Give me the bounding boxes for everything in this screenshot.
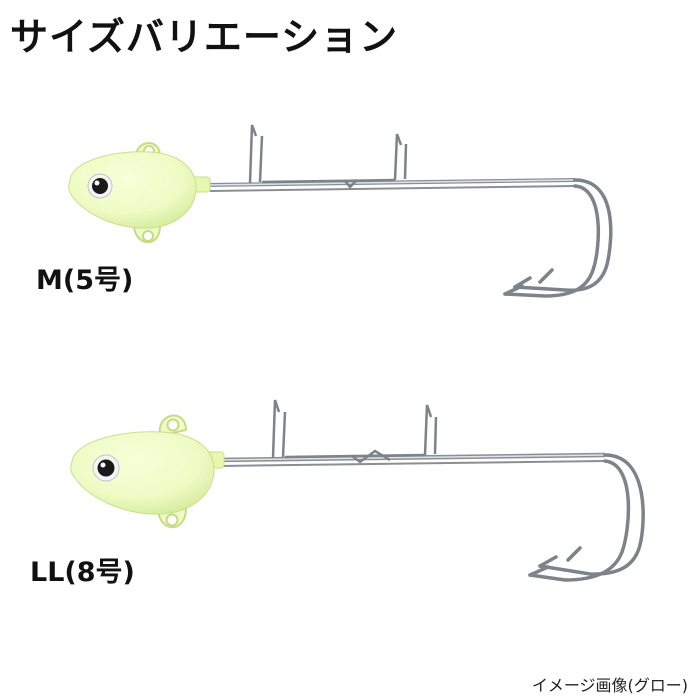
jig-ll-head <box>70 431 215 515</box>
jig-ll-eye <box>92 454 120 482</box>
jig-ll-illustration <box>70 399 645 582</box>
jig-ll-shank <box>214 452 606 467</box>
size-label-m: M(5号) <box>36 265 134 296</box>
jig-m-main-hook <box>503 178 613 298</box>
image-caption: イメージ画像(グロー) <box>531 676 688 695</box>
jig-m-stinger-hooks <box>248 124 408 189</box>
page-title: サイズバリエーション <box>10 15 399 59</box>
jig-ll-stinger-hooks <box>271 399 438 464</box>
jig-ll-main-hook <box>528 453 645 582</box>
jig-m-shank <box>204 178 576 192</box>
size-label-ll: LL(8号) <box>30 557 135 588</box>
jig-m-eye <box>87 173 113 199</box>
jig-m-head <box>68 151 197 229</box>
jig-m-illustration <box>68 124 613 298</box>
